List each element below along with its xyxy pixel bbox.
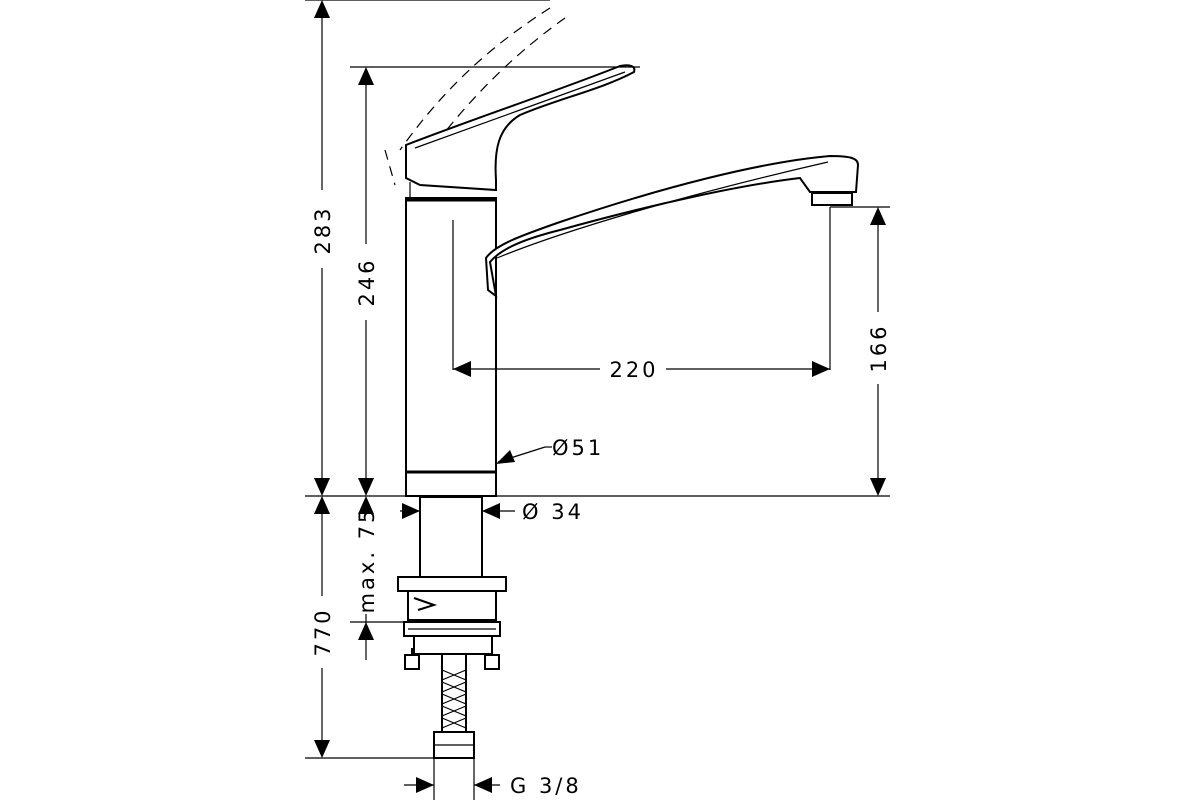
- dim-hose-length-label: 770: [311, 607, 335, 656]
- dim-thread: G 3/8: [404, 774, 582, 798]
- dim-thread-label: G 3/8: [510, 774, 582, 798]
- dim-total-height-label: 283: [311, 205, 335, 254]
- dim-spout-reach: 220: [453, 355, 830, 383]
- faucet-body: [405, 197, 497, 497]
- reference-lines: [305, 0, 890, 800]
- dim-body-diameter: Ø51: [496, 436, 604, 464]
- faucet-spout: [484, 154, 860, 299]
- faucet-lever-handle: [405, 64, 636, 198]
- dim-total-height: 283: [306, 0, 338, 496]
- supply-hose: [433, 653, 475, 759]
- dim-shank-diameter-label: Ø 34: [522, 500, 584, 524]
- dim-body-height-label: 246: [355, 257, 379, 306]
- dim-hose-length: 770: [306, 496, 338, 758]
- dim-body-diameter-label: Ø51: [552, 436, 604, 460]
- dim-max-thickness: max. 75: [355, 496, 379, 660]
- dim-body-height: 246: [350, 67, 382, 496]
- faucet-shank: [397, 496, 507, 670]
- dim-spout-reach-label: 220: [609, 358, 658, 382]
- dim-spout-height-label: 166: [867, 323, 891, 372]
- dim-max-thickness-label: max. 75: [355, 507, 379, 614]
- dim-spout-height: 166: [862, 207, 894, 496]
- dim-shank-diameter: Ø 34: [400, 500, 584, 524]
